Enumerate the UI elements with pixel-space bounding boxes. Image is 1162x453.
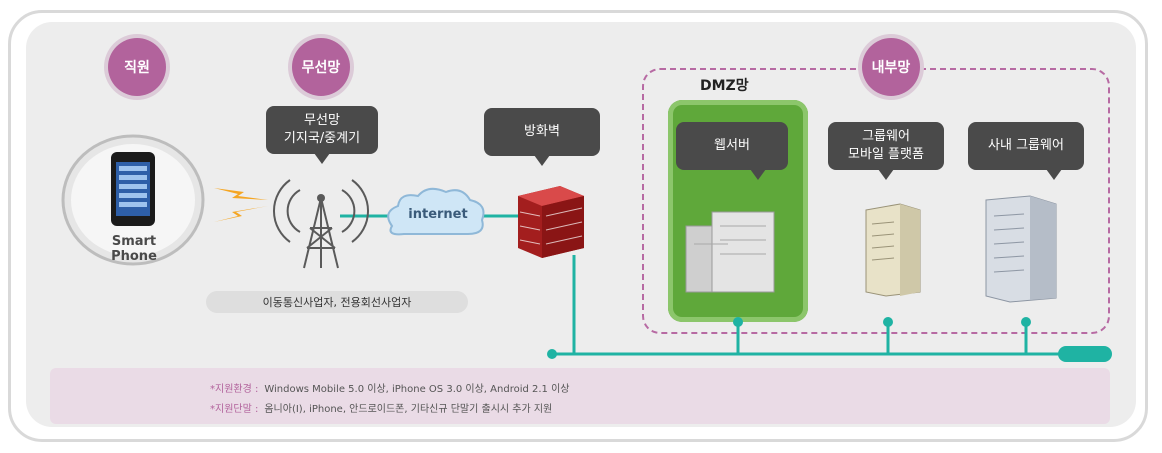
antenna-tower-icon (273, 179, 369, 269)
internet-cloud-icon (387, 187, 485, 236)
groupware-mobile-line1: 그룹웨어 (862, 129, 910, 144)
support-env-key: *지원환경 : (210, 384, 259, 395)
groupware-mobile-bubble: 그룹웨어 모바일 플랫폼 (828, 122, 944, 180)
webserver-bubble: 웹서버 (676, 122, 788, 180)
smartphone-badge (61, 134, 205, 266)
firewall-bubble: 방화벽 (484, 108, 600, 166)
support-env-line: *지원환경 : Windows Mobile 5.0 이상, iPhone OS … (210, 380, 570, 395)
support-env-value: Windows Mobile 5.0 이상, iPhone OS 3.0 이상,… (264, 384, 570, 395)
wireless-label: 무선망 (292, 38, 350, 96)
internet-label: internet (408, 207, 468, 222)
network-lines (340, 214, 1070, 356)
internal-server-icon (985, 195, 1057, 303)
groupware-server-icon (865, 203, 921, 297)
wireless-base-line1: 무선망 (304, 113, 340, 128)
wireless-base-line2: 기지국/중계기 (283, 131, 361, 146)
webserver-node (733, 317, 743, 327)
support-devices-line: *지원단말 : 옴니아(I), iPhone, 안드로이드폰, 기타신규 단말기 … (210, 400, 552, 415)
firewall-icon (518, 186, 584, 258)
requirements-bar (50, 368, 1110, 424)
internal-network-label: 내부망 (862, 38, 920, 96)
support-devices-value: 옴니아(I), iPhone, 안드로이드폰, 기타신규 단말기 출시시 추가 … (264, 404, 553, 415)
webserver-icon (685, 211, 775, 293)
wireless-base-bubble: 무선망 기지국/중계기 (266, 106, 378, 164)
internal-groupware-bubble: 사내 그룹웨어 (968, 122, 1084, 180)
wireless-signal-icon (214, 188, 268, 222)
isp-label: 이동통신사업자, 전용회선사업자 (206, 291, 468, 313)
groupware-mobile-node (883, 317, 893, 327)
internal-groupware-node (1021, 317, 1031, 327)
dmz-label: DMZ망 (700, 78, 749, 94)
bus-node (547, 349, 557, 359)
support-devices-key: *지원단말 : (210, 404, 259, 415)
employee-label: 직원 (108, 38, 166, 96)
groupware-mobile-line2: 모바일 플랫폼 (848, 147, 924, 162)
smartphone-label: Smart Phone (111, 234, 157, 264)
backbone-endcap (1058, 346, 1112, 362)
